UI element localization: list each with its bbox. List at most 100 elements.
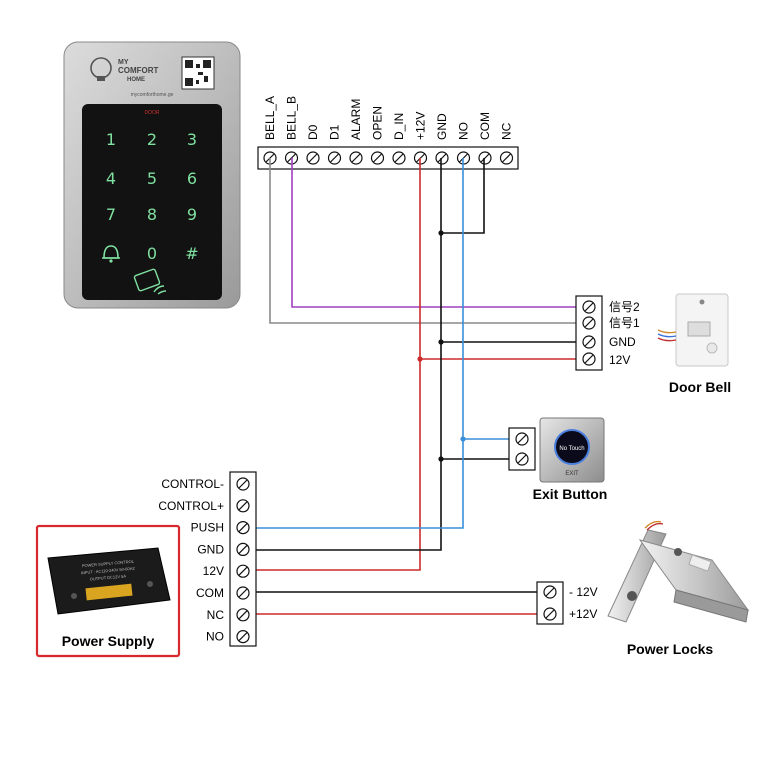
lock-terminal-minus12v: - 12V bbox=[569, 585, 598, 599]
ps-terminal-label-no: NO bbox=[206, 630, 224, 644]
terminal-screw-d-in bbox=[392, 151, 406, 165]
ps-terminal-label-nc: NC bbox=[207, 608, 225, 622]
terminal-label-d-in: D_IN bbox=[392, 113, 406, 140]
door-bell-device bbox=[657, 293, 729, 367]
terminal-label-open: OPEN bbox=[371, 106, 385, 140]
ps-terminal-label-gnd: GND bbox=[197, 542, 224, 556]
lock-terminal-screw-2 bbox=[543, 607, 557, 621]
ps-terminal-screw-com bbox=[236, 586, 250, 600]
terminal-label-bell-b: BELL_B bbox=[285, 96, 299, 140]
door-bell-terminal-strip: 信号2 信号1 GND 12V bbox=[575, 295, 640, 371]
terminal-screw-d1 bbox=[327, 151, 342, 165]
bell-terminal-12v: 12V bbox=[609, 353, 630, 367]
power-supply-label: Power Supply bbox=[62, 633, 155, 649]
key-8[interactable]: 8 bbox=[147, 205, 157, 224]
key-9[interactable]: 9 bbox=[187, 205, 197, 224]
unit-title: POWER SUPPLY CONTROL bbox=[82, 559, 135, 569]
bell-terminal-screw-4 bbox=[582, 352, 596, 366]
qr-pattern bbox=[185, 60, 211, 86]
key-7[interactable]: 7 bbox=[106, 205, 116, 224]
key-0[interactable]: 0 bbox=[147, 244, 157, 263]
ps-terminal-label-push: PUSH bbox=[191, 521, 224, 535]
unit-output: OUTPUT DC12V 5A bbox=[90, 573, 127, 581]
bell-terminal-sig1: 信号1 bbox=[609, 316, 640, 330]
brand-line1: MY bbox=[118, 59, 129, 66]
power-supply-unit: POWER SUPPLY CONTROL INPUT : AC110-240V … bbox=[47, 547, 171, 615]
key-4[interactable]: 4 bbox=[106, 169, 116, 188]
wire-no-push bbox=[244, 158, 464, 529]
power-locks-label: Power Locks bbox=[627, 641, 714, 657]
bell-terminal-gnd: GND bbox=[609, 335, 636, 349]
terminal-label-gnd: GND bbox=[435, 113, 449, 140]
lock-terminal-plus12v: +12V bbox=[569, 607, 597, 621]
power-supply-terminal-strip: CONTROL- CONTROL+ PUSH GND 12V COM NC NO bbox=[158, 471, 257, 647]
ps-terminal-screw-gnd bbox=[236, 542, 250, 557]
door-bell-label: Door Bell bbox=[669, 379, 731, 395]
unit-input: INPUT : AC110-240V 50-60HZ bbox=[81, 566, 136, 576]
key-5[interactable]: 5 bbox=[147, 169, 157, 188]
exit-terminal-screw-2 bbox=[515, 452, 529, 466]
terminal-label-nc: NC bbox=[500, 122, 514, 140]
wires bbox=[244, 158, 582, 615]
ps-terminal-label-control-: CONTROL- bbox=[161, 477, 224, 491]
controller-terminal-strip: BELL_A BELL_B D0 D1 ALARM OPEN D_IN +12V GND NO CO… bbox=[257, 96, 519, 170]
terminal-screw-alarm bbox=[349, 151, 363, 165]
terminal-screw-open bbox=[370, 151, 385, 165]
bell-terminal-screw-2 bbox=[582, 316, 596, 330]
terminal-label-bell-a: BELL_A bbox=[263, 96, 277, 140]
wire-bell-a bbox=[269, 158, 582, 324]
wire-junctions bbox=[417, 230, 466, 462]
terminal-label--12v: +12V bbox=[414, 112, 428, 140]
bell-terminal-sig2: 信号2 bbox=[609, 300, 640, 314]
exit-terminal-screw-1 bbox=[515, 432, 529, 446]
key-hash[interactable]: # bbox=[185, 244, 198, 263]
door-indicator: DOOR bbox=[145, 110, 160, 116]
brand-line3: HOME bbox=[127, 77, 145, 83]
terminal-label-d0: D0 bbox=[306, 124, 320, 140]
wire-com-to-gnd bbox=[441, 158, 485, 234]
terminal-block bbox=[257, 146, 519, 170]
ps-terminal-label-12v: 12V bbox=[203, 564, 224, 578]
ps-terminal-screw-12v bbox=[236, 564, 250, 578]
wire-bell-b bbox=[291, 158, 582, 308]
lock-terminal-screw-1 bbox=[543, 585, 557, 599]
terminal-screw-nc bbox=[499, 151, 514, 165]
bell-icon[interactable] bbox=[102, 245, 120, 263]
terminal-screw-gnd bbox=[435, 151, 449, 165]
key-6[interactable]: 6 bbox=[187, 169, 197, 188]
access-controller: MY COMFORT HOME mycomforthome.ge DOOR 1 … bbox=[63, 41, 241, 309]
ps-terminal-screw-nc bbox=[236, 608, 250, 622]
key-3[interactable]: 3 bbox=[187, 130, 197, 149]
terminal-screw-d0 bbox=[306, 151, 320, 165]
lock-terminal-strip: - 12V +12V bbox=[536, 581, 598, 625]
key-2[interactable]: 2 bbox=[147, 130, 157, 149]
bell-terminal-screw-1 bbox=[582, 300, 596, 314]
exit-button-label: Exit Button bbox=[533, 486, 608, 502]
wire-plus12v bbox=[244, 158, 421, 571]
exit-button-terminal-strip bbox=[508, 427, 536, 471]
ps-terminal-screw-control- bbox=[236, 477, 250, 491]
terminal-label-no: NO bbox=[457, 122, 471, 140]
terminal-screw-com bbox=[478, 151, 492, 165]
exit-face-text: No Touch bbox=[559, 446, 584, 452]
brand-line2: COMFORT bbox=[118, 66, 159, 75]
website-text: mycomforthome.ge bbox=[131, 92, 174, 98]
bell-terminal-screw-3 bbox=[582, 335, 596, 349]
ps-terminal-screw-push bbox=[236, 520, 250, 535]
ps-terminal-screw-no bbox=[236, 629, 250, 644]
exit-plate-text: EXIT bbox=[565, 471, 579, 477]
power-supply-highlight-box bbox=[35, 524, 181, 658]
card-reader-icon bbox=[133, 268, 167, 295]
ps-terminal-label-control-: CONTROL+ bbox=[158, 499, 224, 513]
power-lock-device bbox=[607, 520, 750, 623]
brand-logo: MY COMFORT HOME bbox=[90, 57, 159, 83]
terminal-label-d1: D1 bbox=[328, 124, 342, 140]
exit-button-device[interactable]: No Touch EXIT bbox=[539, 417, 605, 483]
terminal-label-alarm: ALARM bbox=[349, 99, 363, 140]
ps-terminal-screw-control- bbox=[236, 499, 250, 513]
ps-terminal-label-com: COM bbox=[196, 586, 224, 600]
wire-gnd bbox=[244, 158, 442, 551]
terminal-label-com: COM bbox=[478, 112, 492, 140]
key-1[interactable]: 1 bbox=[106, 130, 116, 149]
